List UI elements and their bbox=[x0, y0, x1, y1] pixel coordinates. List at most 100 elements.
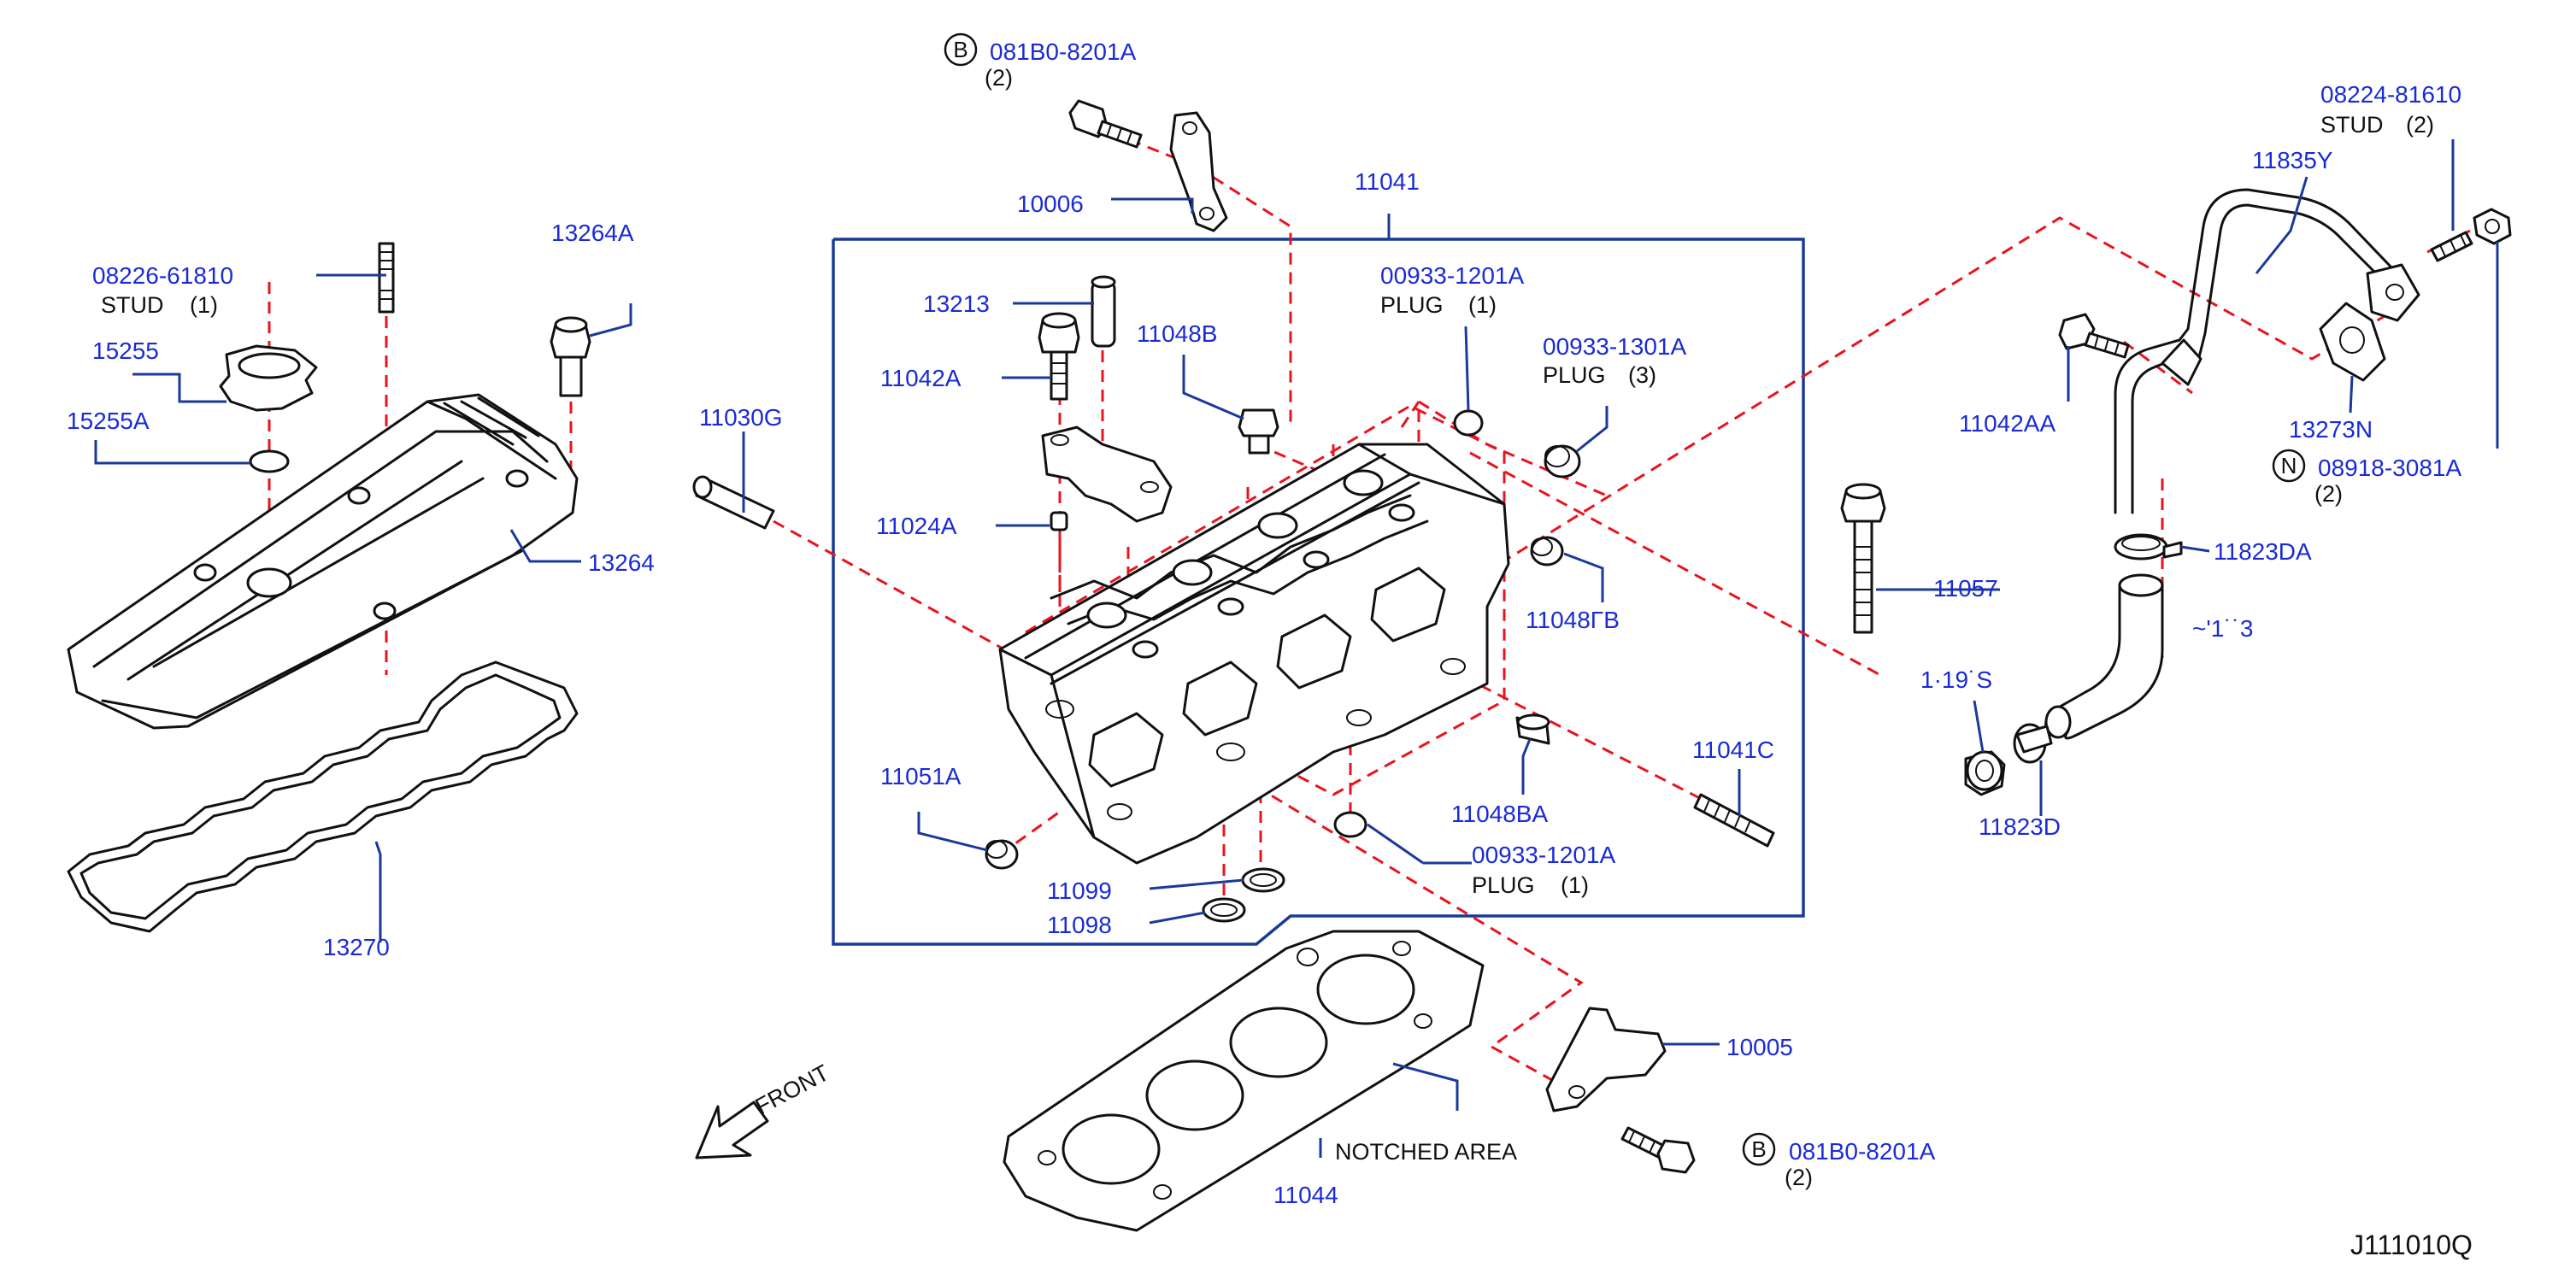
callout-11048BA[interactable]: 11048BA bbox=[1451, 801, 1548, 827]
callout-00933-1201A-bottom[interactable]: 00933-1201A PLUG (1) bbox=[1472, 842, 1615, 898]
callout-13270[interactable]: 13270 bbox=[323, 934, 390, 960]
callout-08918-3081A[interactable]: N 08918-3081A (2) bbox=[2272, 449, 2461, 507]
callout-081B0-8201A-bottom[interactable]: B 081B0-8201A (2) bbox=[1742, 1132, 1936, 1190]
clamp-11823D bbox=[2013, 723, 2053, 764]
callout-11042A[interactable]: 11042A bbox=[880, 365, 962, 391]
rocker-gasket-13270 bbox=[67, 660, 579, 933]
callout-part-number: 00933-1301A bbox=[1543, 333, 1686, 360]
callout-11099[interactable]: 11099 bbox=[1047, 878, 1112, 904]
leader-lines bbox=[94, 139, 2499, 1158]
callout-part-number: 00933-1201A bbox=[1472, 842, 1615, 868]
callout-qty: (2) bbox=[985, 65, 1013, 91]
dowel-11030G bbox=[692, 475, 775, 530]
callout-desc: STUD bbox=[2320, 112, 2384, 138]
seal-11099 bbox=[1241, 867, 1285, 893]
callout-part-number: 00933-1201A bbox=[1380, 262, 1524, 289]
callout-fragment[interactable]: ~'1˙˙3 bbox=[2192, 615, 2254, 642]
front-arrow-icon: FRONT bbox=[695, 1060, 833, 1159]
callout-10005[interactable]: 10005 bbox=[1726, 1034, 1793, 1060]
callout-qty: (2) bbox=[2406, 112, 2434, 138]
gasket-13273N bbox=[2319, 302, 2386, 382]
callout-badge: B bbox=[953, 37, 967, 62]
callout-badge: B bbox=[1751, 1136, 1766, 1162]
callout-13273N[interactable]: 13273N bbox=[2289, 416, 2373, 443]
nut-08918-3081A bbox=[2473, 208, 2512, 245]
stud-08226-61810 bbox=[378, 242, 395, 314]
pin-11024A bbox=[1050, 511, 1068, 531]
callout-11835Y[interactable]: 11835Y bbox=[2252, 147, 2333, 173]
assembly-frame-11041 bbox=[832, 214, 1805, 946]
callout-15255[interactable]: 15255 bbox=[92, 338, 159, 364]
callout-qty: (2) bbox=[1785, 1165, 1813, 1190]
badge-circle bbox=[2272, 449, 2306, 483]
camshaft-bracket bbox=[1041, 426, 1173, 523]
plug-11048B bbox=[1238, 408, 1279, 455]
badge-circle bbox=[1742, 1132, 1776, 1166]
callout-11048B[interactable]: 11048B bbox=[1137, 320, 1217, 347]
head-gasket-11044 bbox=[1003, 930, 1485, 1232]
callout-13264A[interactable]: 13264A bbox=[551, 220, 634, 246]
dowel-13213 bbox=[1091, 275, 1116, 348]
callout-qty: (3) bbox=[1628, 362, 1656, 388]
callout-qty: (2) bbox=[2314, 481, 2343, 507]
water-hose bbox=[2044, 573, 2164, 740]
callout-part-number: 08226-61810 bbox=[92, 262, 233, 289]
callout-11042AA[interactable]: 11042AA bbox=[1959, 410, 2056, 437]
callout-10006[interactable]: 10006 bbox=[1017, 191, 1084, 217]
clamp-11823DA bbox=[2114, 533, 2183, 561]
callout-desc: PLUG bbox=[1472, 872, 1535, 898]
seal-11098 bbox=[1202, 897, 1246, 923]
callout-desc: PLUG bbox=[1380, 292, 1444, 318]
callout-11041[interactable]: 11041 bbox=[1355, 168, 1420, 195]
callout-11823DA[interactable]: 11823DA bbox=[2214, 538, 2312, 565]
bolt-11042AA bbox=[2058, 313, 2130, 359]
callout-part-number: 08918-3081A bbox=[2318, 455, 2461, 481]
water-tube-11835Y bbox=[2114, 188, 2420, 514]
callout-qty: (1) bbox=[190, 292, 218, 318]
front-label: FRONT bbox=[751, 1060, 833, 1119]
callout-11048FB[interactable]: 11048ΓB bbox=[1526, 607, 1620, 633]
callout-11024A[interactable]: 11024A bbox=[876, 513, 957, 539]
callout-081B0-8201A-top[interactable]: B 081B0-8201A (2) bbox=[944, 32, 1137, 91]
callout-11051A[interactable]: 11051A bbox=[880, 763, 962, 790]
callout-badge: N bbox=[2281, 453, 2297, 478]
callout-11030G[interactable]: 11030G bbox=[699, 404, 783, 431]
callout-15255A[interactable]: 15255A bbox=[67, 408, 150, 434]
plug-1119S bbox=[1964, 750, 2006, 796]
callout-11823D[interactable]: 11823D bbox=[1979, 813, 2061, 840]
callout-qty: (1) bbox=[1468, 292, 1497, 318]
badge-circle bbox=[944, 32, 978, 67]
diagram-code: J111010Q bbox=[2350, 1230, 2473, 1260]
bolt-081B0-8201A-top bbox=[1068, 99, 1143, 149]
callout-11044[interactable]: 11044 bbox=[1273, 1182, 1338, 1208]
callout-desc: PLUG bbox=[1543, 362, 1606, 388]
callout-1119S[interactable]: 1·19˙S bbox=[1920, 666, 1992, 693]
rocker-cover-13264 bbox=[67, 393, 579, 730]
oil-filler-cap-15255 bbox=[219, 344, 318, 473]
callout-part-number: 08224-81610 bbox=[2320, 81, 2461, 108]
bolt-13264A bbox=[550, 316, 591, 397]
callout-part-number: 081B0-8201A bbox=[1789, 1138, 1936, 1165]
cylinder-head bbox=[998, 443, 1510, 865]
notched-area-label: NOTCHED AREA bbox=[1335, 1139, 1517, 1165]
callout-08224-81610[interactable]: 08224-81610 STUD (2) bbox=[2320, 81, 2461, 138]
plug-11048FB bbox=[1530, 536, 1564, 566]
callout-00933-1201A-top[interactable]: 00933-1201A PLUG (1) bbox=[1380, 262, 1524, 318]
plug-11051A bbox=[985, 839, 1019, 870]
bolt-11057 bbox=[1840, 483, 1886, 634]
callout-11041C[interactable]: 11041C bbox=[1692, 737, 1774, 763]
bolt-11042A bbox=[1038, 312, 1080, 401]
plug-00933-1301A bbox=[1544, 444, 1581, 478]
callout-qty: (1) bbox=[1561, 872, 1589, 898]
callout-part-number: 081B0-8201A bbox=[990, 38, 1137, 65]
callout-00933-1301A[interactable]: 00933-1301A PLUG (3) bbox=[1543, 333, 1686, 388]
callout-11098[interactable]: 11098 bbox=[1047, 912, 1112, 938]
callout-13213[interactable]: 13213 bbox=[923, 291, 990, 317]
plug-00933-1201A-bottom bbox=[1333, 811, 1367, 838]
callout-11057[interactable]: 11057 bbox=[1933, 575, 1998, 602]
callout-13264[interactable]: 13264 bbox=[588, 549, 655, 576]
callout-08226-61810[interactable]: 08226-61810 STUD (1) bbox=[92, 262, 233, 318]
bracket-10005 bbox=[1545, 1007, 1667, 1112]
bolt-081B0-8201A-bottom bbox=[1620, 1126, 1696, 1174]
